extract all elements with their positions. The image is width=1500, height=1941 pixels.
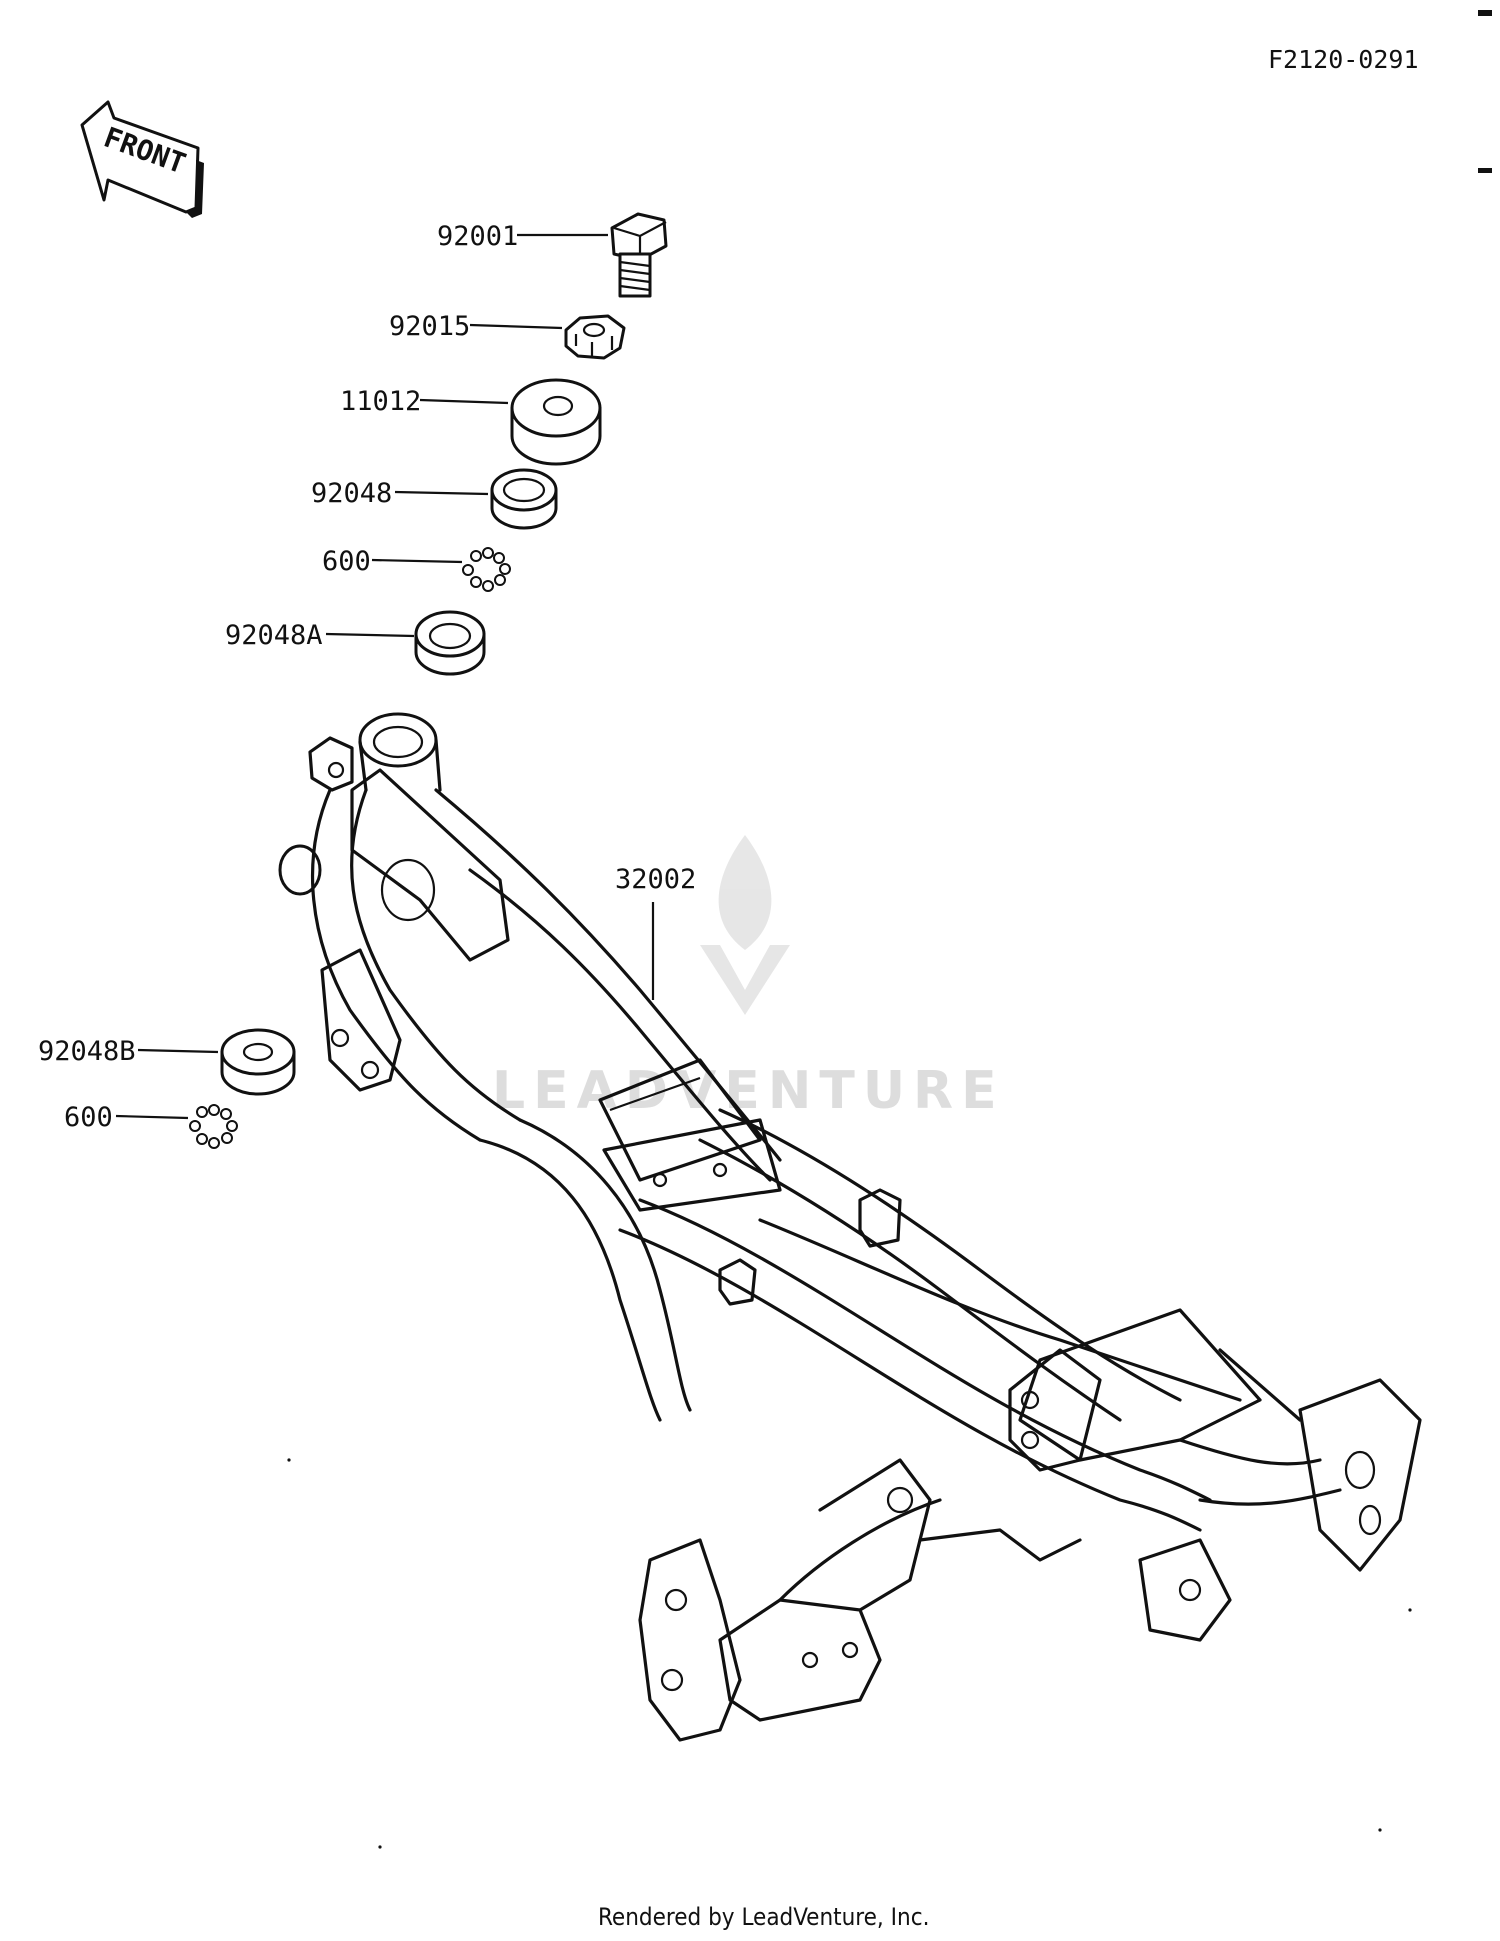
race-92048a <box>414 610 486 676</box>
callout-92015: 92015 <box>389 311 470 342</box>
leader-11012 <box>419 398 509 405</box>
leader-600-top <box>371 558 463 564</box>
margin-mark-top <box>1478 10 1492 16</box>
diagram-code: F2120-0291 <box>1268 45 1419 74</box>
callout-600-top: 600 <box>322 546 371 577</box>
balls-600-top <box>462 547 511 592</box>
bolt-92001 <box>610 212 668 298</box>
margin-mark-mid <box>1478 168 1492 173</box>
leader-92048b <box>137 1048 219 1054</box>
front-arrow-icon: FRONT <box>80 100 204 218</box>
callout-11012: 11012 <box>340 386 421 417</box>
race-92048 <box>490 468 558 530</box>
callout-32002: 32002 <box>615 864 696 895</box>
cap-11012 <box>510 378 602 466</box>
race-92048b <box>220 1028 296 1096</box>
watermark-text: LEADVENTURE <box>492 1061 1005 1121</box>
callout-92001: 92001 <box>437 221 518 252</box>
callout-92048: 92048 <box>311 478 392 509</box>
callout-92048b: 92048B <box>38 1036 136 1067</box>
leader-92048a <box>325 632 415 638</box>
leader-600-bottom <box>115 1114 189 1120</box>
callout-600-bottom: 600 <box>64 1102 113 1133</box>
leader-92048 <box>394 490 489 496</box>
callout-92048a: 92048A <box>225 620 323 651</box>
leader-92015 <box>469 323 563 330</box>
watermark-logo-icon: LEADVENTURE <box>492 835 1005 1121</box>
frame-32002 <box>278 712 1422 1742</box>
footer-credit: Rendered by LeadVenture, Inc. <box>598 1903 929 1931</box>
nut-92015 <box>564 314 626 360</box>
balls-600-bottom <box>189 1104 238 1149</box>
stray-dots <box>287 1458 1412 1849</box>
